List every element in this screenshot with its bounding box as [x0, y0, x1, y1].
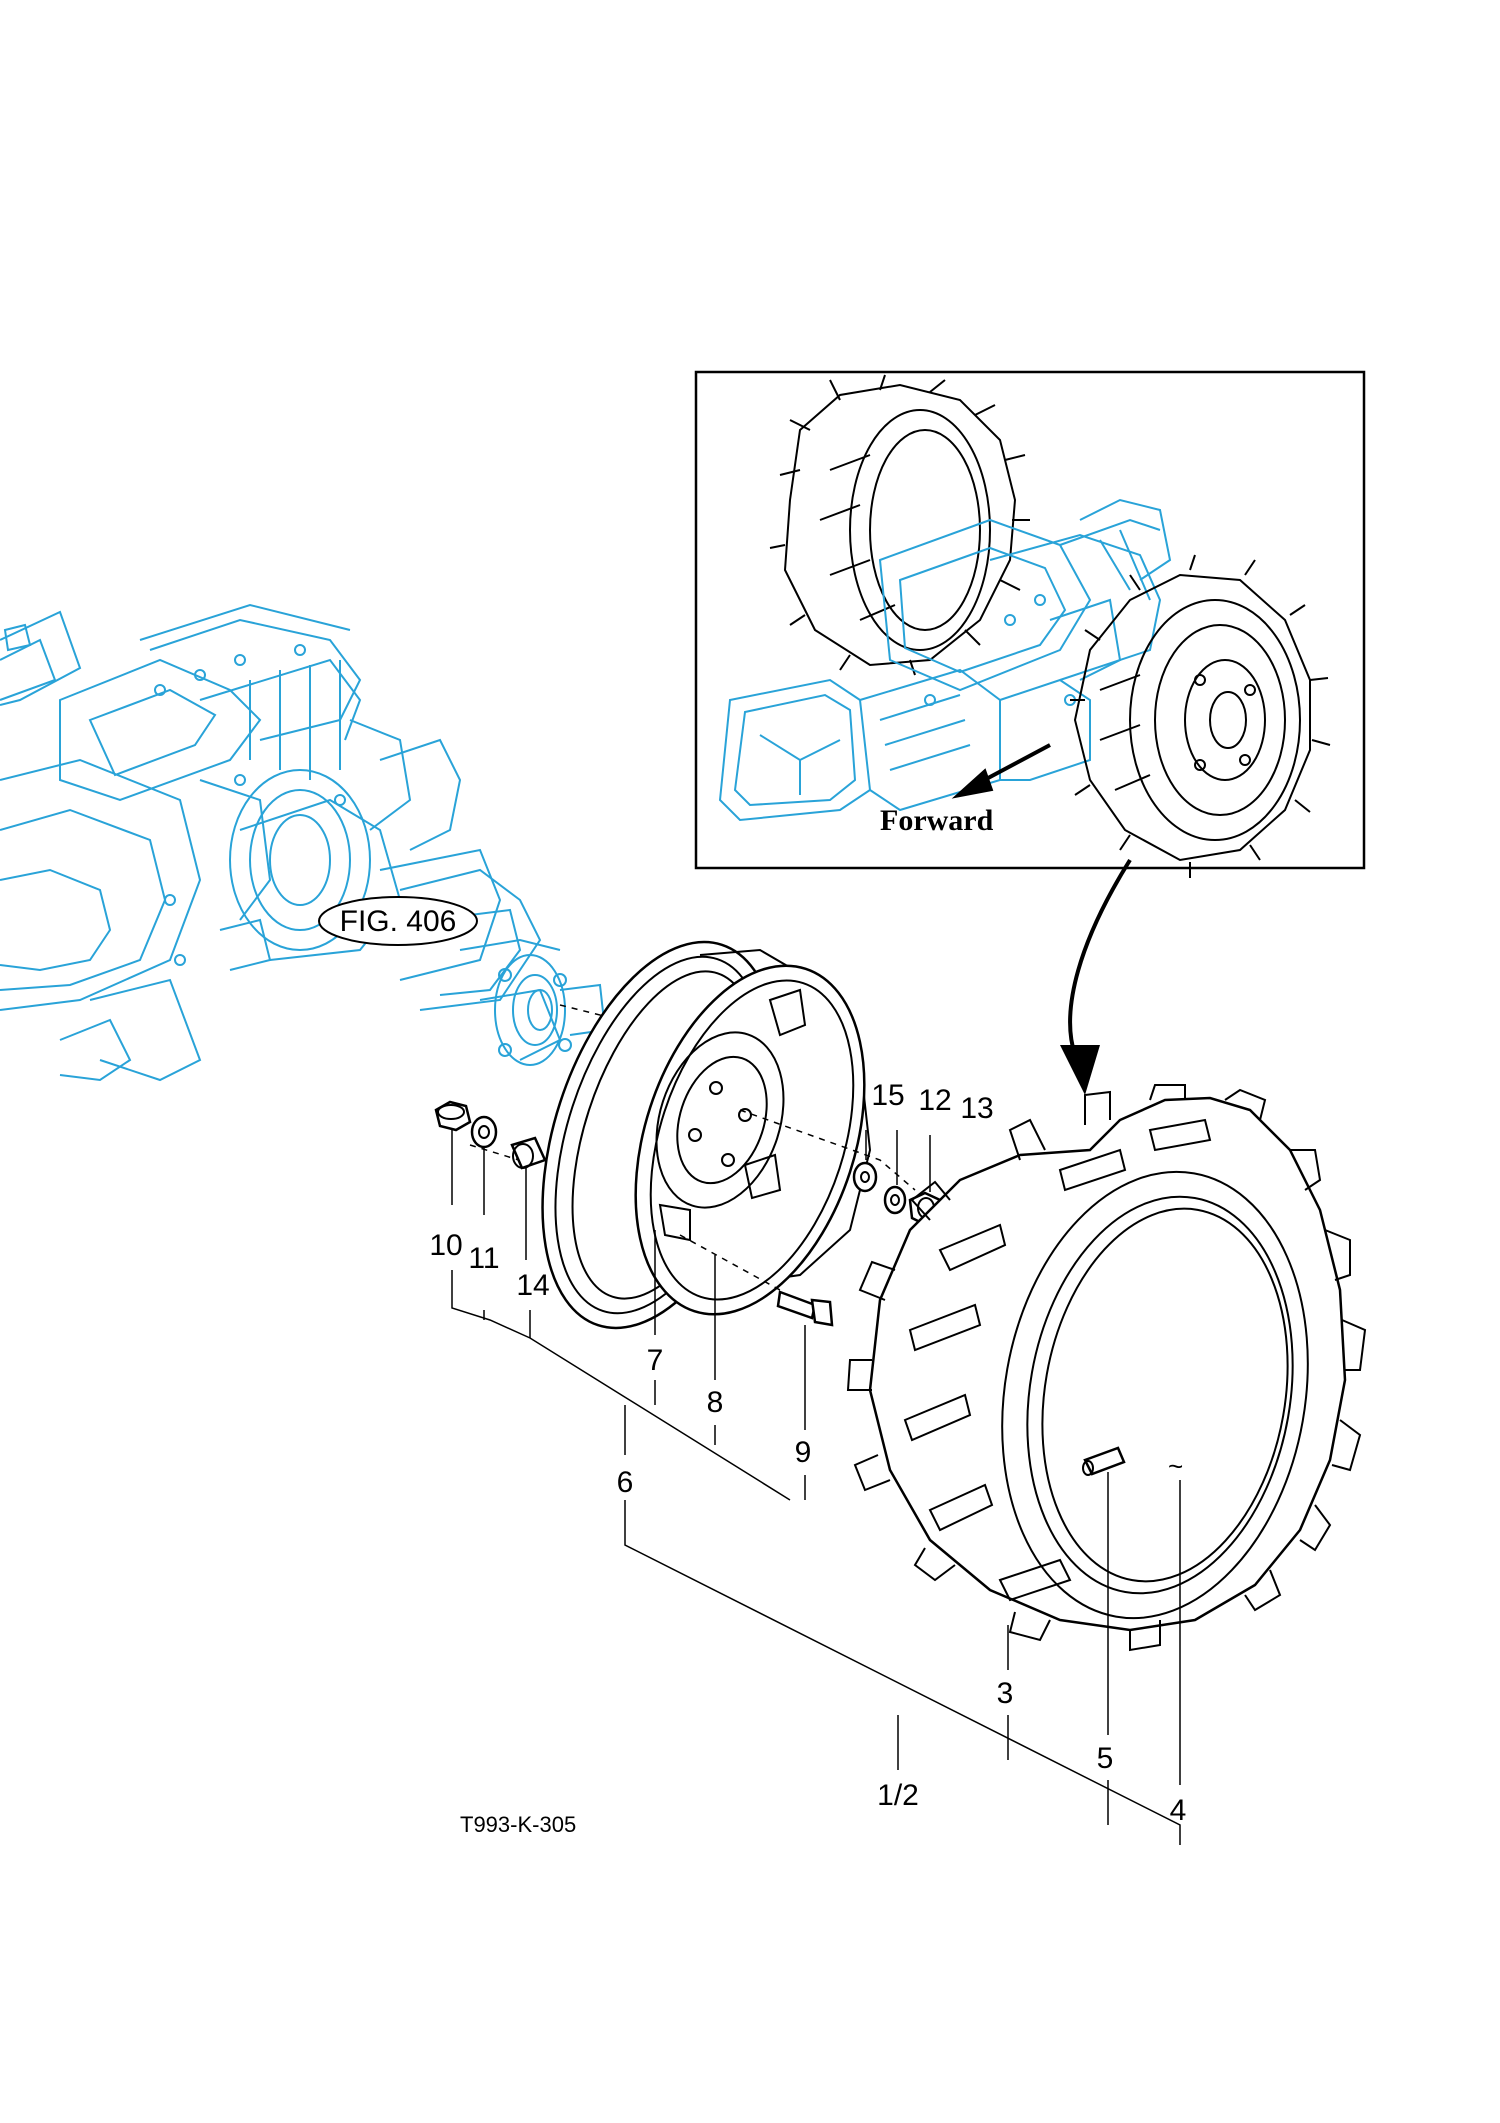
callout-11[interactable]: 11: [468, 1242, 499, 1275]
inset-left-tire: [769, 374, 1030, 676]
inset-overview: Forward: [694, 370, 1366, 878]
wheel-rim[interactable]: [498, 912, 905, 1357]
figure-reference[interactable]: FIG. 406: [318, 896, 478, 946]
lug-nut-10[interactable]: [434, 1100, 472, 1132]
callout-8[interactable]: 8: [707, 1386, 724, 1419]
callout-5[interactable]: 5: [1097, 1742, 1114, 1775]
stud-centerline: [739, 1109, 916, 1191]
tire[interactable]: [846, 1084, 1367, 1652]
callout-14[interactable]: 14: [516, 1269, 549, 1302]
inset-frame: [694, 370, 1366, 870]
washer-15[interactable]: [852, 1161, 878, 1193]
valve-stem[interactable]: [1082, 1446, 1126, 1476]
callout-10[interactable]: 10: [429, 1229, 462, 1262]
callout-9[interactable]: 9: [795, 1436, 812, 1469]
spacer-14[interactable]: [510, 1136, 547, 1170]
drawing-number: T993-K-305: [460, 1812, 576, 1837]
inset-transmission: [718, 498, 1172, 822]
detail-pointer-arrow: [1060, 858, 1132, 1095]
rear-axle-housing-drawing: [0, 603, 607, 1082]
callout-3[interactable]: 3: [997, 1677, 1014, 1710]
tube-marker: ~: [1168, 1451, 1183, 1481]
callout-labels: 10 11 14 7 8 9 6 15 12 13 3 5 4 1/2: [429, 1079, 1186, 1827]
bolt-9[interactable]: [776, 1290, 834, 1327]
callout-7[interactable]: 7: [647, 1344, 664, 1377]
callout-leaders: [451, 1128, 1181, 1845]
forward-arrow: [951, 743, 1051, 799]
callout-12[interactable]: 12: [918, 1084, 951, 1117]
washer-12[interactable]: [883, 1185, 907, 1215]
figure-reference-label: FIG. 406: [340, 905, 457, 938]
callout-4[interactable]: 4: [1170, 1794, 1187, 1827]
washer-11[interactable]: [470, 1115, 498, 1149]
callout-13[interactable]: 13: [960, 1092, 993, 1125]
callout-1-2[interactable]: 1/2: [877, 1779, 919, 1812]
forward-label: Forward: [880, 804, 994, 837]
inset-right-tire: [1070, 554, 1331, 878]
callout-6[interactable]: 6: [617, 1466, 634, 1499]
figure-reference-outline: [318, 896, 478, 946]
callout-15[interactable]: 15: [871, 1079, 904, 1112]
